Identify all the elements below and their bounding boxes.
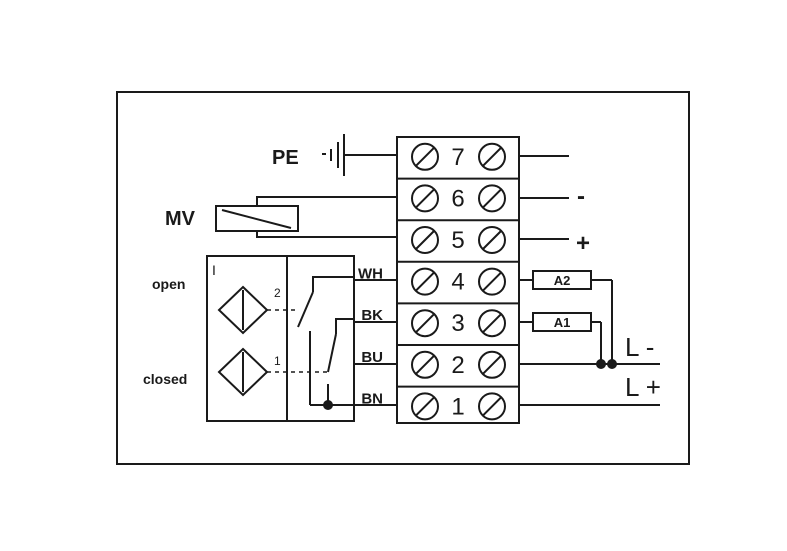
sensor-pin-2-label: 2 <box>274 286 281 300</box>
terminal-screw-icon <box>478 309 506 338</box>
terminal-screw-icon <box>411 350 439 379</box>
sensor-pin-1-label: 1 <box>274 354 281 368</box>
terminal-number: 6 <box>451 185 464 212</box>
terminal-row: 6 <box>397 177 519 213</box>
junction-dot <box>323 400 333 410</box>
terminal-screw-icon <box>478 350 506 379</box>
terminal-screw-icon <box>411 267 439 296</box>
terminal-screw-icon <box>411 142 439 171</box>
terminal-number: 7 <box>451 144 464 171</box>
terminal-screw-icon <box>478 226 506 254</box>
terminal-screw-icon <box>411 309 439 338</box>
junction-dot <box>596 359 606 369</box>
terminal-screw-icon <box>411 392 439 421</box>
terminal-screw-icon <box>411 184 439 213</box>
l-plus-label: L + <box>625 372 661 402</box>
proximity-sensor-icon <box>217 347 269 397</box>
wire-color-label: BN <box>361 390 383 407</box>
terminal-row: 4 <box>397 260 519 296</box>
wire-color-label: BK <box>361 307 383 324</box>
terminal-row: 2 <box>397 344 519 379</box>
terminal-number: 1 <box>451 393 464 420</box>
plus-label: + <box>576 230 590 257</box>
closed-label: closed <box>143 371 187 387</box>
terminal-screw-icon <box>478 392 506 421</box>
a2-box <box>532 270 592 290</box>
a1-box <box>532 312 592 332</box>
wire-color-label: WH <box>358 266 383 283</box>
terminal-row: 3 <box>397 302 519 338</box>
sensor-box <box>206 255 355 422</box>
terminal-row: 1 <box>397 385 519 421</box>
wire-color-label: BU <box>361 349 383 366</box>
sensor-wires <box>354 279 397 365</box>
outer-frame <box>116 91 690 465</box>
a2-label: A2 <box>554 273 571 288</box>
proximity-sensor-icon <box>217 285 269 335</box>
terminal-screw-icon <box>411 226 439 254</box>
valve-coil-icon <box>215 196 397 238</box>
terminal-number: 2 <box>451 352 464 379</box>
terminal-row: 5 <box>397 219 519 254</box>
junction-dot <box>607 359 617 369</box>
terminal-number: 5 <box>451 227 464 254</box>
terminal-block: 7 6 5 4 3 2 1 <box>396 136 520 424</box>
mv-label: MV <box>165 208 196 230</box>
terminal-screw-icon <box>478 142 506 171</box>
ground-icon <box>322 134 397 176</box>
terminal-screw-icon <box>478 184 506 213</box>
terminal-number: 3 <box>451 310 464 337</box>
dashed-link <box>267 309 328 373</box>
sensor-header-label: I <box>212 262 216 278</box>
switch-contacts <box>297 276 397 406</box>
minus-label: - <box>577 183 585 210</box>
terminal-row: 7 <box>411 142 506 171</box>
right-wiring <box>519 155 660 406</box>
terminal-number: 4 <box>451 269 464 296</box>
terminal-screw-icon <box>478 267 506 296</box>
open-label: open <box>152 276 185 292</box>
a1-label: A1 <box>554 315 571 330</box>
pe-label: PE <box>272 147 299 169</box>
l-minus-label: L - <box>625 332 654 362</box>
